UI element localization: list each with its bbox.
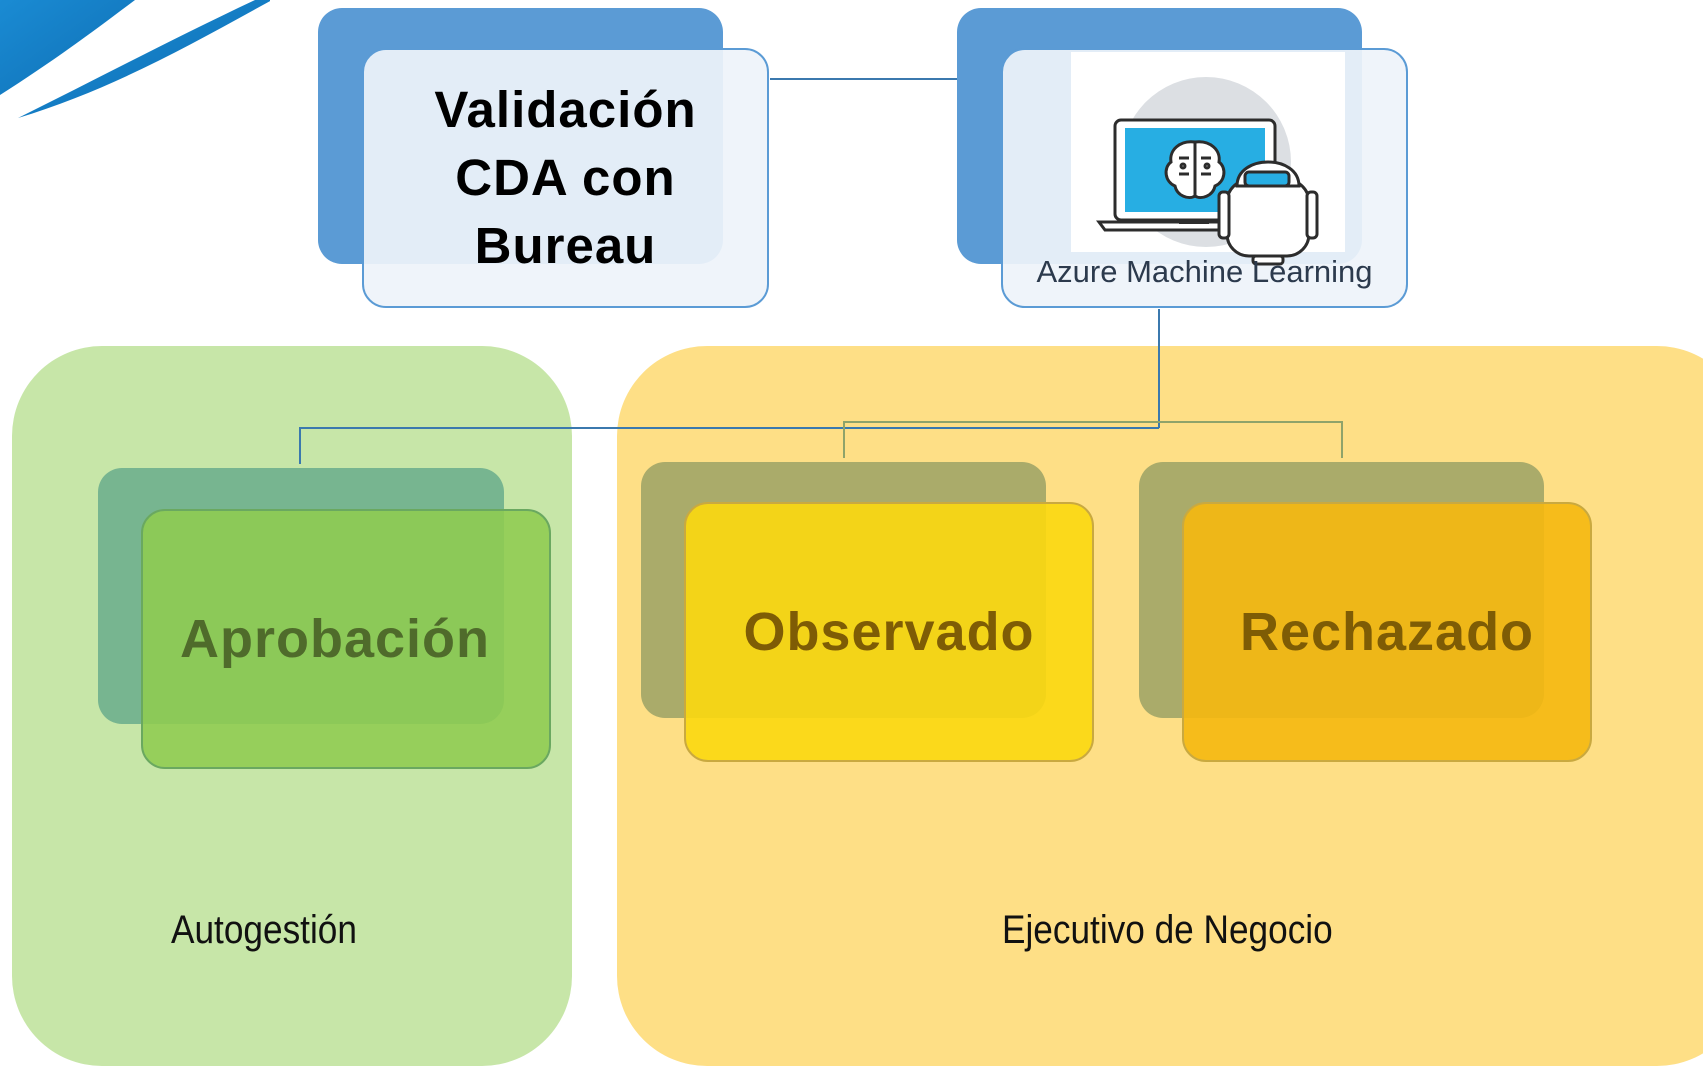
region-label-self-service: Autogestión (171, 908, 357, 952)
validation-label-line3: Bureau (474, 217, 657, 274)
connector-to-rejected (1159, 421, 1343, 458)
azure-label: Azure Machine Learning (1036, 254, 1373, 289)
connector-to-observed (843, 421, 1159, 458)
azure-node: Azure Machine Learning (1001, 48, 1408, 308)
validation-node: Validación CDA con Bureau (362, 48, 769, 308)
region-label-business-executive: Ejecutivo de Negocio (1002, 908, 1333, 952)
connector-to-approval (299, 427, 1159, 464)
observed-node: Observado (684, 502, 1094, 762)
rejected-node: Rechazado (1182, 502, 1592, 762)
validation-label-line1: Validación (434, 81, 697, 138)
azure-ml-laptop-brain-robot-icon (1096, 77, 1319, 266)
validation-label-line2: CDA con (455, 149, 676, 206)
observed-label: Observado (743, 602, 1035, 662)
approval-node: Aprobación (141, 509, 551, 769)
blue-swoosh-logo-icon (0, 0, 270, 118)
approval-label: Aprobación (179, 609, 490, 669)
rejected-label: Rechazado (1239, 602, 1535, 662)
connector-lines (299, 78, 1343, 464)
